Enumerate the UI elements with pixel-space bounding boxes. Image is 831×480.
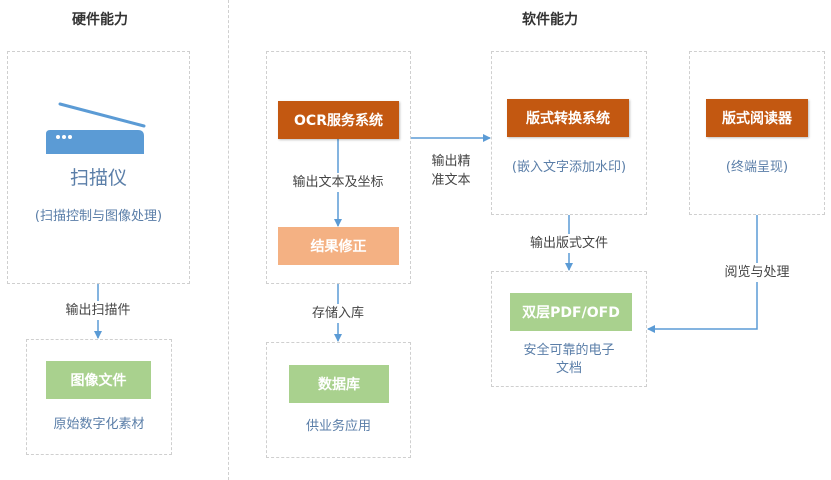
database-description: 供业务应用 xyxy=(305,419,371,434)
software-section-title: 软件能力 xyxy=(522,12,578,28)
label-precise-text-line1: 输出精 xyxy=(421,152,481,171)
label-read-process: 阅览与处理 xyxy=(715,263,799,282)
scanner-title: 扫描仪 xyxy=(69,167,127,189)
arrow-reader-to-pdf xyxy=(647,215,758,333)
section-divider xyxy=(228,0,229,480)
dual-pdf-description-line1: 安全可靠的电子 xyxy=(523,343,615,358)
label-output-scan: 输出扫描件 xyxy=(56,301,140,320)
label-precise-text-line2: 准文本 xyxy=(421,171,481,190)
label-output-layout: 输出版式文件 xyxy=(513,234,625,253)
reader-description: (终端呈现) xyxy=(725,160,789,175)
ocr-service-box: OCR服务系统 xyxy=(278,101,399,139)
result-fix-box: 结果修正 xyxy=(278,227,399,265)
database-box: 数据库 xyxy=(289,365,389,403)
scanner-container xyxy=(7,51,190,284)
label-store: 存储入库 xyxy=(300,304,376,323)
hardware-section-title: 硬件能力 xyxy=(72,12,128,28)
scanner-description: (扫描控制与图像处理) xyxy=(34,209,163,224)
layout-reader-box: 版式阅读器 xyxy=(706,99,808,137)
image-file-description: 原始数字化素材 xyxy=(53,417,145,432)
dual-pdf-description-line2: 文档 xyxy=(555,361,582,376)
dual-layer-pdf-box: 双层PDF/OFD xyxy=(510,293,632,331)
image-file-box: 图像文件 xyxy=(46,361,151,399)
layout-conversion-description: (嵌入文字添加水印) xyxy=(511,160,627,175)
label-output-text-coords: 输出文本及坐标 xyxy=(272,173,404,192)
scanner-icon xyxy=(46,102,146,154)
layout-conversion-box: 版式转换系统 xyxy=(507,99,629,137)
